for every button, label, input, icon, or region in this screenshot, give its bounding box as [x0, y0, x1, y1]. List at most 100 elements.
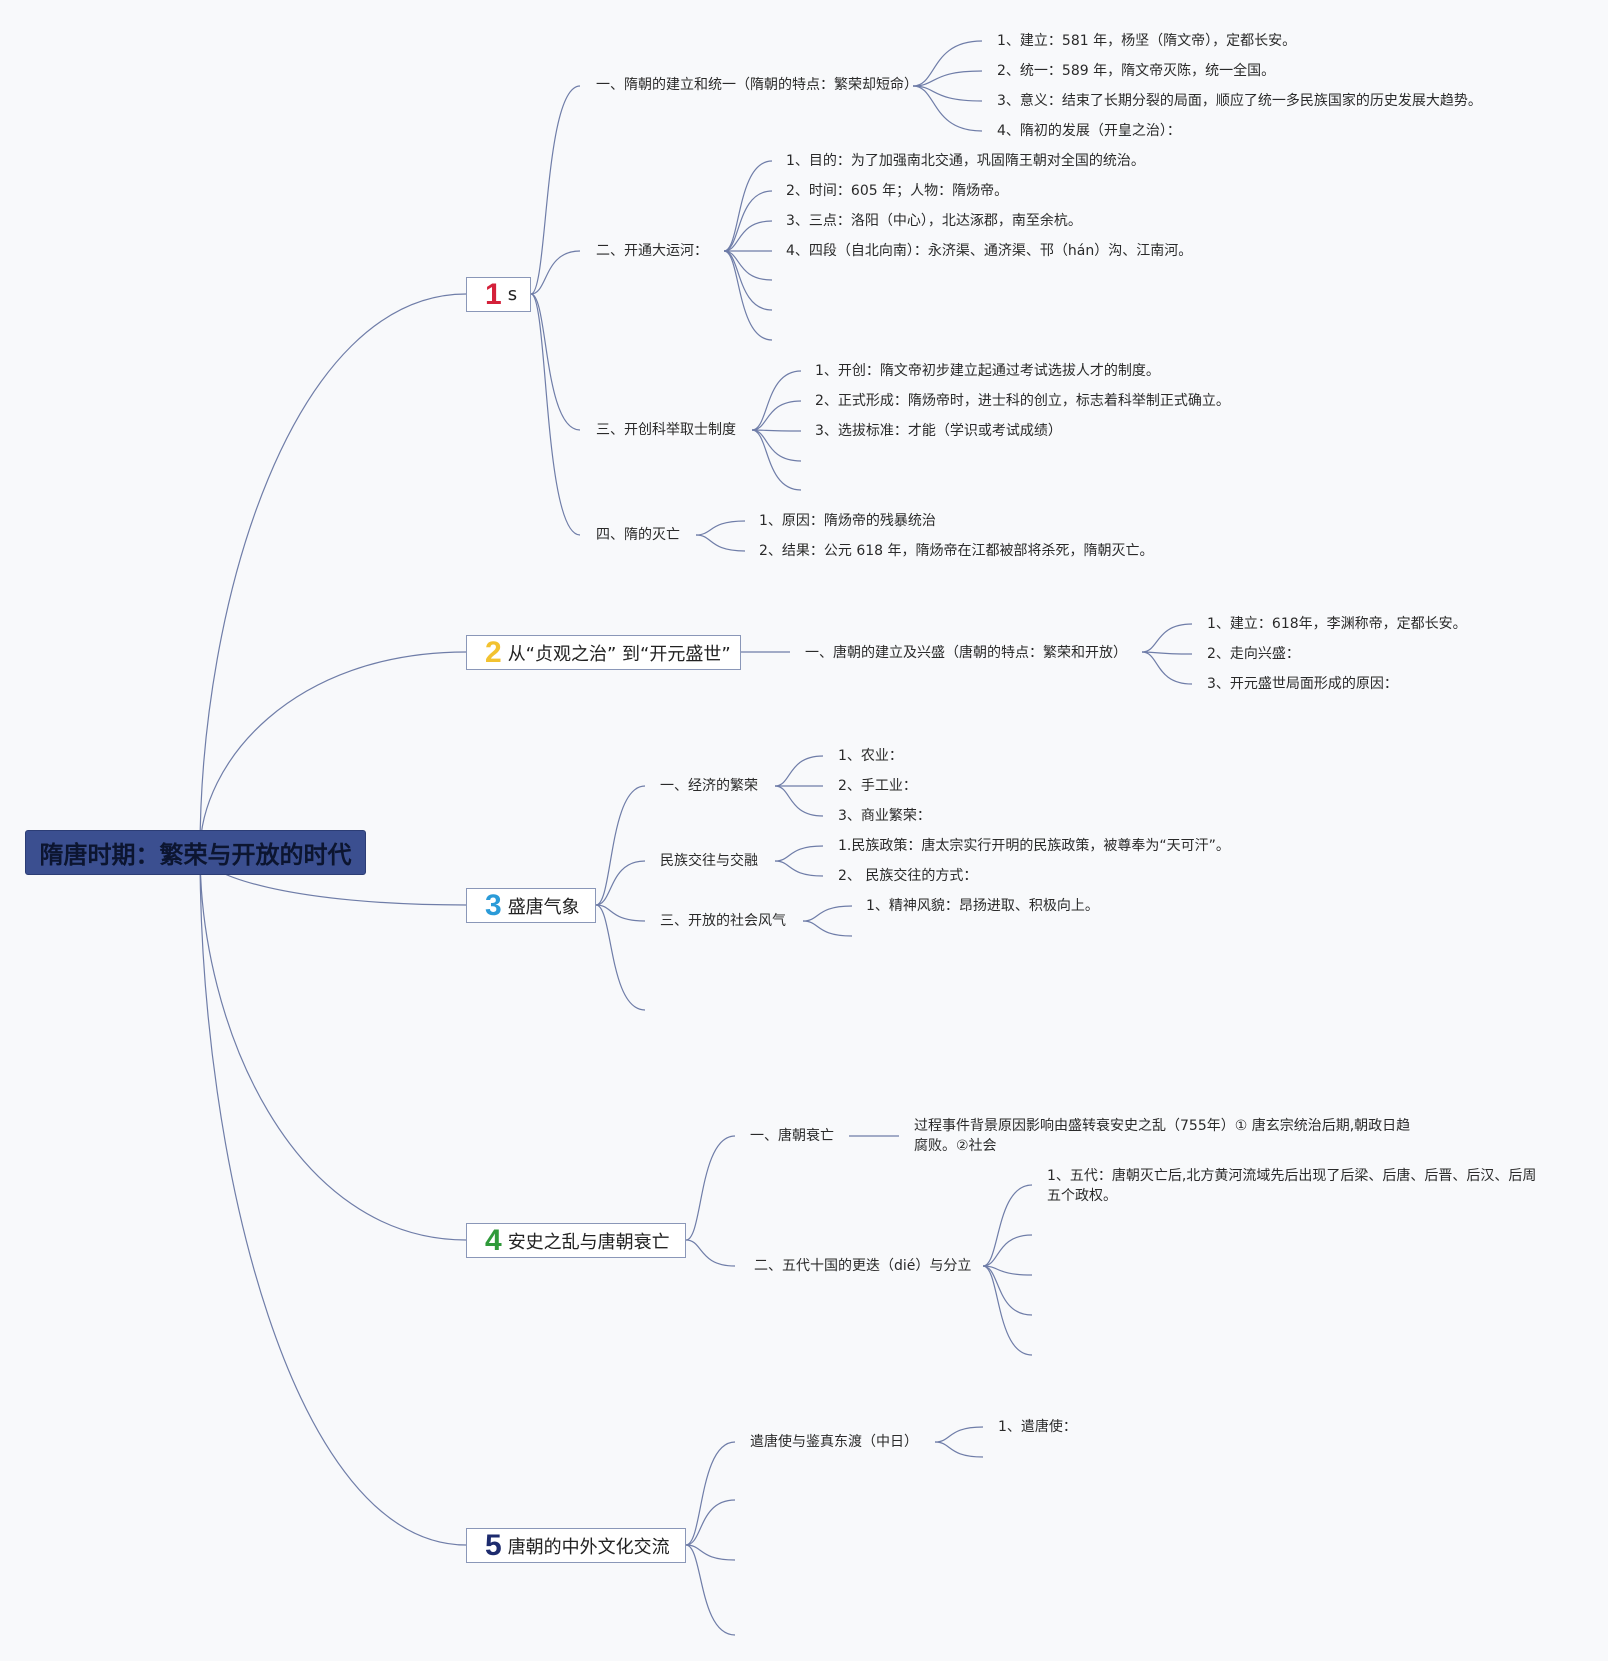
topic-4-sub-1[interactable]: 一、唐朝衰亡	[750, 1128, 834, 1144]
connector	[912, 40, 983, 87]
connector	[912, 70, 983, 87]
topic-3-sub-2-detail-2: 2、 民族交往的方式：	[838, 868, 978, 884]
topic-4-sub-2-detail-1: 1、五代：唐朝灭亡后,北方黄河流域先后出现了后梁、后唐、后晋、后汉、后周五个政权…	[1047, 1168, 1537, 1204]
topic-2-sub-1-detail-2: 2、走向兴盛：	[1207, 646, 1300, 662]
topic-1-sub-4-detail-1: 1、原因：隋炀帝的残暴统治	[759, 513, 936, 529]
connector	[802, 920, 853, 937]
connector	[802, 905, 853, 922]
connector	[199, 851, 467, 1241]
connector	[982, 1265, 1033, 1276]
connector	[751, 370, 802, 431]
connector	[685, 1135, 736, 1241]
topic-2-number: 2	[485, 635, 502, 669]
connector	[774, 845, 824, 862]
topic-1-sub-4-detail-2: 2、结果：公元 618 年，隋炀帝在江都被部将杀死，隋朝灭亡。	[759, 543, 1154, 559]
topic-1-sub-2[interactable]: 二、开通大运河：	[596, 243, 708, 259]
connector	[685, 1544, 736, 1636]
topic-3-sub-1[interactable]: 一、经济的繁荣	[660, 778, 758, 794]
topic-3-sub-2[interactable]: 民族交往与交融	[660, 853, 758, 869]
topic-1-sub-1[interactable]: 一、隋朝的建立和统一（隋朝的特点：繁荣却短命）	[596, 77, 918, 93]
connector	[530, 250, 581, 295]
topic-4-sub-2[interactable]: 二、五代十国的更迭（dié）与分立	[754, 1258, 972, 1274]
topic-3-sub-3[interactable]: 三、开放的社会风气	[660, 913, 786, 929]
topic-1-sub-1-detail-4: 4、隋初的发展（开皇之治）：	[997, 123, 1181, 139]
connector	[1141, 651, 1193, 655]
topic-5-node[interactable]: 5 唐朝的中外文化交流	[466, 1528, 686, 1563]
connector	[695, 534, 746, 552]
connector	[530, 293, 581, 431]
connector	[530, 293, 581, 536]
topic-3-sub-3-detail-1: 1、精神风貌：昂扬进取、积极向上。	[866, 898, 1099, 914]
topic-3-sub-2-detail-1: 1.民族政策：唐太宗实行开明的民族政策，被尊奉为“天可汗”。	[838, 838, 1230, 854]
topic-5-sub-1[interactable]: 遣唐使与鉴真东渡（中日）	[750, 1434, 918, 1450]
connector	[751, 429, 802, 462]
topic-4-sub-1-detail-1: 过程事件背景原因影响由盛转衰安史之乱（755年）① 唐玄宗统治后期,朝政日趋腐败…	[914, 1118, 1411, 1154]
connector	[774, 860, 824, 877]
connector	[595, 904, 646, 922]
connector	[774, 785, 824, 817]
topic-1-sub-3-detail-1: 1、开创：隋文帝初步建立起通过考试选拔人才的制度。	[815, 363, 1160, 379]
connector	[934, 1441, 984, 1458]
topic-4-node[interactable]: 4 安史之乱与唐朝衰亡	[466, 1223, 686, 1258]
topic-3-sub-1-detail-1: 1、农业：	[838, 748, 903, 764]
topic-1-sub-2-detail-2: 2、时间：605 年；人物：隋炀帝。	[786, 183, 1009, 199]
topic-1-sub-3-detail-2: 2、正式形成：隋炀帝时，进士科的创立，标志着科举制正式确立。	[815, 393, 1230, 409]
connector	[685, 1499, 736, 1546]
connector	[595, 785, 646, 906]
connector	[912, 85, 983, 102]
topic-1-sub-3[interactable]: 三、开创科举取士制度	[596, 422, 736, 438]
connector	[723, 160, 773, 252]
connector	[982, 1265, 1033, 1356]
topic-2-title: 从“贞观之治” 到“开元盛世”	[507, 643, 731, 665]
topic-1-sub-1-detail-3: 3、意义：结束了长期分裂的局面，顺应了统一多民族国家的历史发展大趋势。	[997, 93, 1482, 109]
connector	[595, 904, 646, 1011]
topic-1-sub-1-detail-2: 2、统一：589 年，隋文帝灭陈，统一全国。	[997, 63, 1276, 79]
topic-1-sub-2-detail-1: 1、目的：为了加强南北交通，巩固隋王朝对全国的统治。	[786, 153, 1145, 169]
connector	[912, 85, 983, 132]
connector	[530, 85, 581, 295]
connector	[934, 1426, 984, 1443]
connector	[751, 429, 802, 432]
connector	[1141, 623, 1193, 653]
connector	[685, 1239, 736, 1267]
topic-1-sub-1-detail-1: 1、建立：581 年，杨坚（隋文帝），定都长安。	[997, 33, 1297, 49]
topic-2-sub-1[interactable]: 一、唐朝的建立及兴盛（唐朝的特点：繁荣和开放）	[805, 645, 1127, 661]
connector	[982, 1265, 1033, 1316]
topic-5-number: 5	[485, 1528, 502, 1562]
root-node[interactable]: 隋唐时期：繁荣与开放的时代	[25, 830, 366, 875]
connector	[723, 190, 773, 252]
connector	[751, 400, 802, 431]
connector	[685, 1441, 736, 1546]
topic-5-title: 唐朝的中外文化交流	[507, 1536, 670, 1558]
topic-2-sub-1-detail-3: 3、开元盛世局面形成的原因：	[1207, 676, 1398, 692]
connector	[1141, 651, 1193, 685]
topic-1-sub-4[interactable]: 四、隋的灭亡	[596, 527, 680, 543]
connector	[685, 1544, 736, 1561]
connector	[982, 1234, 1033, 1267]
topic-3-node[interactable]: 3 盛唐气象	[466, 888, 596, 923]
topic-3-title: 盛唐气象	[507, 896, 580, 918]
connector	[774, 755, 824, 787]
topic-2-sub-1-detail-1: 1、建立：618年，李渊称帝，定都长安。	[1207, 616, 1467, 632]
topic-4-title: 安史之乱与唐朝衰亡	[507, 1231, 670, 1253]
topic-1-sub-3-detail-3: 3、选拔标准：才能（学识或考试成绩）	[815, 423, 1062, 439]
topic-1-sub-2-detail-4: 4、四段（自北向南）：永济渠、通济渠、邗（hán）沟、江南河。	[786, 243, 1193, 259]
topic-3-sub-1-detail-2: 2、手工业：	[838, 778, 917, 794]
connector	[595, 860, 646, 906]
topic-3-number: 3	[485, 888, 502, 922]
connector	[199, 651, 467, 853]
topic-1-sub-2-detail-3: 3、三点：洛阳（中心），北达涿郡，南至余杭。	[786, 213, 1082, 229]
connector	[723, 250, 773, 341]
topic-4-number: 4	[485, 1223, 502, 1257]
topic-5-sub-1-detail-1: 1、遣唐使：	[998, 1419, 1077, 1435]
connector	[723, 250, 773, 281]
connector	[199, 851, 467, 1546]
topic-1-number: 1	[485, 277, 502, 311]
topic-2-node[interactable]: 2 从“贞观之治” 到“开元盛世”	[466, 635, 741, 670]
connector	[695, 520, 746, 536]
topic-1-node[interactable]: 1 s	[466, 277, 531, 312]
connector	[199, 293, 467, 853]
connector	[982, 1184, 1033, 1267]
topic-3-sub-1-detail-3: 3、商业繁荣：	[838, 808, 931, 824]
